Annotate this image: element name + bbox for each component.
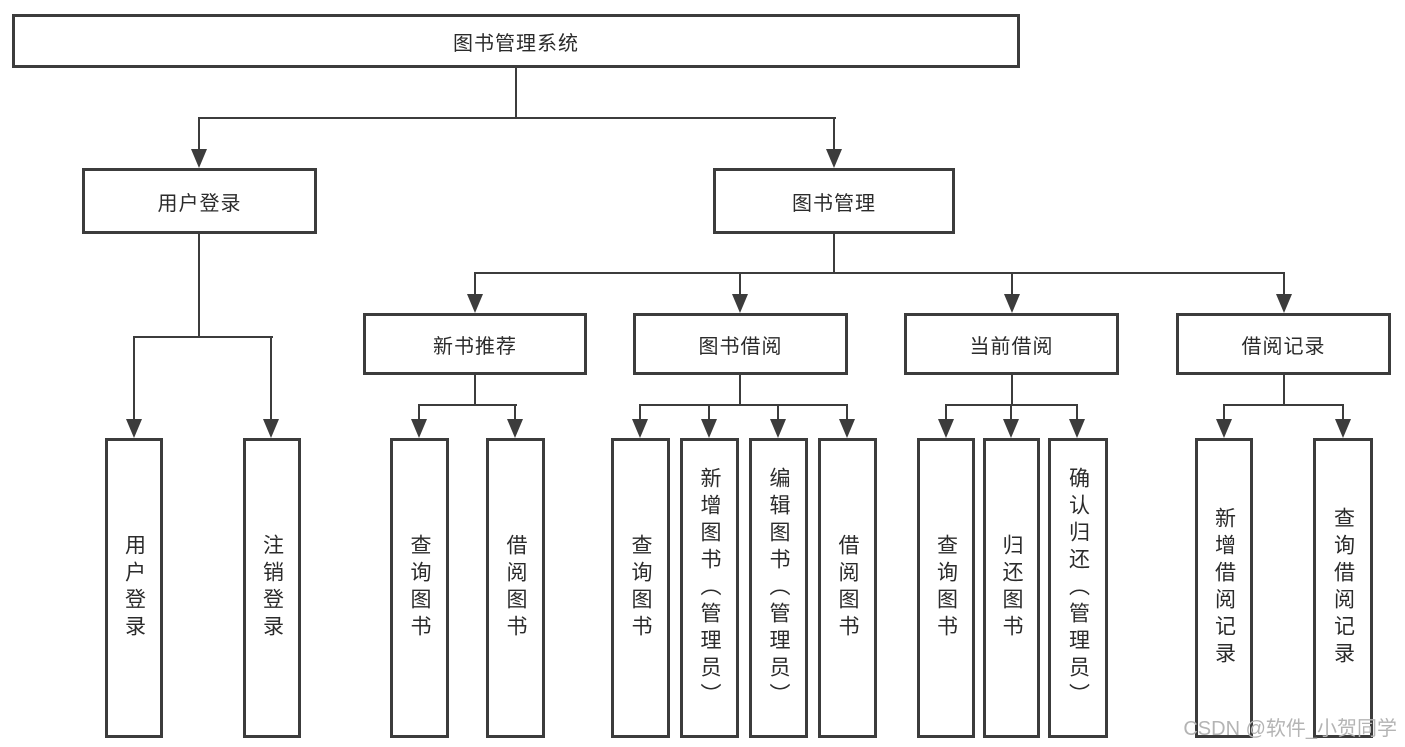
arrowhead-cb-return — [1003, 419, 1019, 438]
leaf-nb-borrow-book: 借阅图书 — [486, 438, 545, 738]
node-current-borrow-label: 当前借阅 — [969, 335, 1054, 358]
csdn-watermark: CSDN @软件_小贺同学 — [1183, 718, 1397, 740]
leaf-nb-borrow-book-label: 借阅图书 — [504, 534, 527, 642]
edge-drop-br-query — [1342, 404, 1344, 421]
edge-borrow-records-crossbar — [1223, 404, 1344, 406]
edge-drop-bb-query — [639, 404, 641, 421]
edge-book-borrow-stem — [739, 375, 741, 406]
edge-drop-cb-confirm — [1076, 404, 1078, 421]
leaf-cb-return-book: 归还图书 — [983, 438, 1040, 738]
edge-drop-leaf-login — [133, 336, 135, 420]
node-root-library-system: 图书管理系统 — [12, 14, 1020, 68]
leaf-bb-borrow-book: 借阅图书 — [818, 438, 877, 738]
edge-drop-current-borrow — [1011, 272, 1013, 296]
edge-book-borrow-crossbar — [639, 404, 848, 406]
edge-book-mgmt-stem — [833, 234, 835, 274]
leaf-cb-return-book-label: 归还图书 — [1000, 534, 1023, 642]
edge-drop-leaf-logout — [270, 336, 272, 420]
arrowhead-bb-query — [632, 419, 648, 438]
arrowhead-br-query — [1335, 419, 1351, 438]
node-borrow-records: 借阅记录 — [1176, 313, 1391, 375]
arrowhead-cb-query — [938, 419, 954, 438]
edge-drop-book-borrow — [739, 272, 741, 296]
leaf-bb-query-book-label: 查询图书 — [629, 534, 652, 642]
leaf-user-login-label: 用户登录 — [122, 534, 146, 642]
leaf-br-add-record: 新增借阅记录 — [1195, 438, 1253, 738]
leaf-br-add-record-label: 新增借阅记录 — [1212, 507, 1236, 669]
edge-current-borrow-stem — [1011, 375, 1013, 406]
arrowhead-leaf-logout — [263, 419, 279, 438]
node-book-management: 图书管理 — [713, 168, 955, 234]
node-new-book-recommend-label: 新书推荐 — [433, 335, 517, 358]
leaf-br-query-record: 查询借阅记录 — [1313, 438, 1373, 738]
edge-drop-bb-borrow — [846, 404, 848, 421]
edge-root-stem — [515, 68, 517, 119]
edge-drop-bb-edit — [777, 404, 779, 421]
edge-user-login-crossbar — [133, 336, 273, 338]
edge-drop-cb-return — [1010, 404, 1012, 421]
node-new-book-recommend: 新书推荐 — [363, 313, 587, 375]
edge-drop-bb-add — [708, 404, 710, 421]
node-current-borrow: 当前借阅 — [904, 313, 1119, 375]
node-root-label: 图书管理系统 — [453, 32, 579, 55]
edge-drop-nb-query — [418, 404, 420, 421]
arrowhead-nb-borrow — [507, 419, 523, 438]
edge-borrow-records-stem — [1283, 375, 1285, 406]
arrowhead-br-add — [1216, 419, 1232, 438]
arrowhead-nb-query — [411, 419, 427, 438]
node-book-borrow: 图书借阅 — [633, 313, 848, 375]
leaf-bb-edit-book-admin: 编辑图书（管理员） — [749, 438, 808, 738]
leaf-logout-label: 注销登录 — [260, 534, 284, 642]
leaf-cb-confirm-return-admin-label: 确认归还（管理员） — [1066, 466, 1090, 710]
edge-drop-cb-query — [945, 404, 947, 421]
edge-drop-borrow-records — [1283, 272, 1285, 296]
leaf-user-login: 用户登录 — [105, 438, 163, 738]
leaf-nb-query-book-label: 查询图书 — [408, 534, 431, 642]
edge-root-crossbar — [198, 117, 836, 119]
leaf-bb-add-book-admin-label: 新增图书（管理员） — [698, 466, 721, 710]
arrowhead-book-borrow — [732, 294, 748, 313]
arrowhead-bb-add — [701, 419, 717, 438]
leaf-cb-query-book-label: 查询图书 — [934, 534, 958, 642]
leaf-bb-query-book: 查询图书 — [611, 438, 670, 738]
leaf-br-query-record-label: 查询借阅记录 — [1331, 507, 1355, 669]
edge-new-book-stem — [474, 375, 476, 406]
edge-drop-nb-borrow — [514, 404, 516, 421]
leaf-cb-confirm-return-admin: 确认归还（管理员） — [1048, 438, 1108, 738]
leaf-nb-query-book: 查询图书 — [390, 438, 449, 738]
leaf-cb-query-book: 查询图书 — [917, 438, 975, 738]
arrowhead-cb-confirm — [1069, 419, 1085, 438]
arrowhead-bb-edit — [770, 419, 786, 438]
arrowhead-user-login — [191, 149, 207, 168]
arrowhead-leaf-login — [126, 419, 142, 438]
leaf-logout: 注销登录 — [243, 438, 301, 738]
node-book-management-label: 图书管理 — [792, 192, 876, 215]
arrowhead-current-borrow — [1004, 294, 1020, 313]
leaf-bb-add-book-admin: 新增图书（管理员） — [680, 438, 739, 738]
node-book-borrow-label: 图书借阅 — [698, 335, 783, 358]
edge-drop-new-book — [474, 272, 476, 296]
edge-user-login-stem — [198, 234, 200, 338]
edge-book-mgmt-crossbar — [474, 272, 1285, 274]
arrowhead-new-book — [467, 294, 483, 313]
leaf-bb-borrow-book-label: 借阅图书 — [836, 534, 859, 642]
leaf-bb-edit-book-admin-label: 编辑图书（管理员） — [767, 466, 790, 710]
arrowhead-bb-borrow — [839, 419, 855, 438]
edge-new-book-crossbar — [418, 404, 517, 406]
edge-drop-user-login — [198, 117, 200, 151]
arrowhead-borrow-records — [1276, 294, 1292, 313]
node-user-login-label: 用户登录 — [157, 192, 242, 215]
edge-drop-book-management — [833, 117, 835, 151]
node-borrow-records-label: 借阅记录 — [1241, 335, 1326, 358]
node-user-login: 用户登录 — [82, 168, 317, 234]
edge-drop-br-add — [1223, 404, 1225, 421]
arrowhead-book-management — [826, 149, 842, 168]
